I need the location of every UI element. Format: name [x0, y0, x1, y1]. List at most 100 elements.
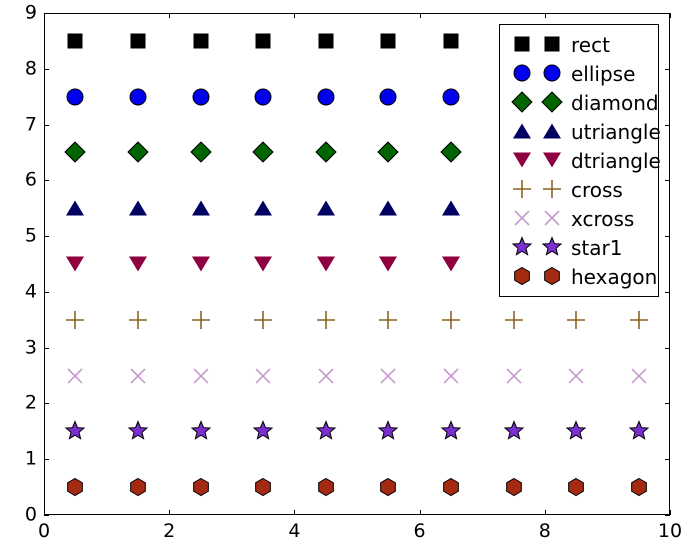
x-tick-mark [169, 510, 171, 515]
legend-label: cross [571, 177, 623, 202]
marker-circle [543, 64, 561, 82]
legend-marker-dtriangle [507, 146, 537, 175]
x-tick-mark [419, 510, 421, 515]
legend-marker-utriangle [507, 117, 537, 146]
y-tick-mark [44, 180, 49, 182]
legend-marker-diamond [507, 88, 537, 117]
marker-plus [511, 178, 533, 200]
x-tick-mark [544, 510, 546, 515]
y-tick-label: 0 [24, 503, 37, 526]
y-tick-label: 3 [24, 336, 37, 359]
y-tick-mark-right [665, 236, 670, 238]
legend-marker-xcross [537, 204, 567, 233]
legend-label: ellipse [571, 61, 636, 86]
y-tick-label: 4 [24, 280, 37, 303]
x-tick-mark-top [44, 13, 45, 18]
y-tick-mark [44, 236, 49, 238]
y-tick-mark-right [665, 515, 670, 516]
marker-triangle-up [513, 123, 531, 139]
y-tick-mark [44, 68, 49, 70]
chart-legend: rect ellipse diamond utriangle dtriangle cros… [499, 24, 661, 297]
y-tick-label: 6 [24, 168, 37, 191]
legend-marker-utriangle [537, 117, 567, 146]
legend-marker-dtriangle [537, 146, 567, 175]
legend-label: hexagon [571, 264, 658, 289]
legend-marker-rect [537, 30, 567, 59]
legend-marker-cross [537, 175, 567, 204]
x-tick-label: 8 [538, 520, 551, 542]
y-tick-mark-right [665, 291, 670, 293]
y-tick-label: 8 [24, 57, 37, 80]
legend-label: star1 [571, 235, 623, 260]
marker-circle [513, 64, 531, 82]
y-tick-mark [44, 515, 49, 516]
legend-label: xcross [571, 206, 635, 231]
x-tick-label: 4 [288, 520, 301, 542]
legend-marker-ellipse [507, 59, 537, 88]
marker-hexagon [541, 265, 563, 287]
legend-marker-diamond [537, 88, 567, 117]
legend-label: dtriangle [571, 148, 661, 173]
legend-marker-star1 [507, 233, 537, 262]
marker-triangle-down [543, 152, 561, 168]
axes-frame [44, 13, 670, 515]
marker-plus [541, 178, 563, 200]
marker-triangle-down [513, 152, 531, 168]
y-tick-label: 7 [24, 113, 37, 136]
legend-label: rect [571, 32, 610, 57]
x-tick-mark-top [419, 13, 421, 18]
legend-item-cross[interactable]: cross [507, 175, 651, 204]
legend-item-dtriangle[interactable]: dtriangle [507, 146, 661, 175]
x-tick-mark [294, 510, 296, 515]
marker-star [541, 236, 563, 258]
y-tick-mark [44, 291, 49, 293]
legend-item-rect[interactable]: rect [507, 30, 651, 59]
marker-star [511, 236, 533, 258]
marker-diamond [511, 91, 533, 113]
marker-hexagon [511, 265, 533, 287]
legend-item-ellipse[interactable]: ellipse [507, 59, 651, 88]
legend-item-hexagon[interactable]: hexagon [507, 262, 657, 291]
y-tick-mark [44, 347, 49, 349]
legend-item-star1[interactable]: star1 [507, 233, 651, 262]
y-tick-mark-right [665, 403, 670, 405]
legend-item-utriangle[interactable]: utriangle [507, 117, 661, 146]
y-tick-mark-right [665, 68, 670, 70]
y-tick-label: 9 [24, 1, 37, 24]
x-tick-mark-top [169, 13, 171, 18]
legend-marker-xcross [507, 204, 537, 233]
y-tick-mark-right [665, 180, 670, 182]
y-tick-mark-right [665, 459, 670, 461]
legend-label: utriangle [571, 119, 661, 144]
y-tick-mark-right [665, 124, 670, 126]
x-tick-mark [670, 510, 671, 515]
y-tick-label: 5 [24, 224, 37, 247]
x-tick-mark-top [544, 13, 546, 18]
marker-diamond [541, 91, 563, 113]
y-tick-label: 2 [24, 391, 37, 414]
y-tick-mark [44, 459, 49, 461]
y-tick-mark-right [665, 347, 670, 349]
legend-marker-hexagon [537, 262, 567, 291]
legend-marker-hexagon [507, 262, 537, 291]
x-tick-mark-top [670, 13, 671, 18]
x-tick-mark [44, 510, 45, 515]
legend-item-xcross[interactable]: xcross [507, 204, 651, 233]
marker-x [511, 207, 533, 229]
marker-x [541, 207, 563, 229]
legend-marker-star1 [537, 233, 567, 262]
x-tick-label: 0 [37, 520, 51, 542]
legend-marker-rect [507, 30, 537, 59]
legend-marker-cross [507, 175, 537, 204]
x-tick-mark-top [294, 13, 296, 18]
y-tick-mark [44, 403, 49, 405]
legend-item-diamond[interactable]: diamond [507, 88, 659, 117]
y-tick-mark [44, 124, 49, 126]
y-tick-mark-right [665, 13, 670, 14]
legend-marker-ellipse [537, 59, 567, 88]
legend-label: diamond [571, 90, 659, 115]
x-tick-label: 2 [163, 520, 176, 542]
marker-square [544, 36, 560, 52]
y-tick-mark [44, 13, 49, 14]
